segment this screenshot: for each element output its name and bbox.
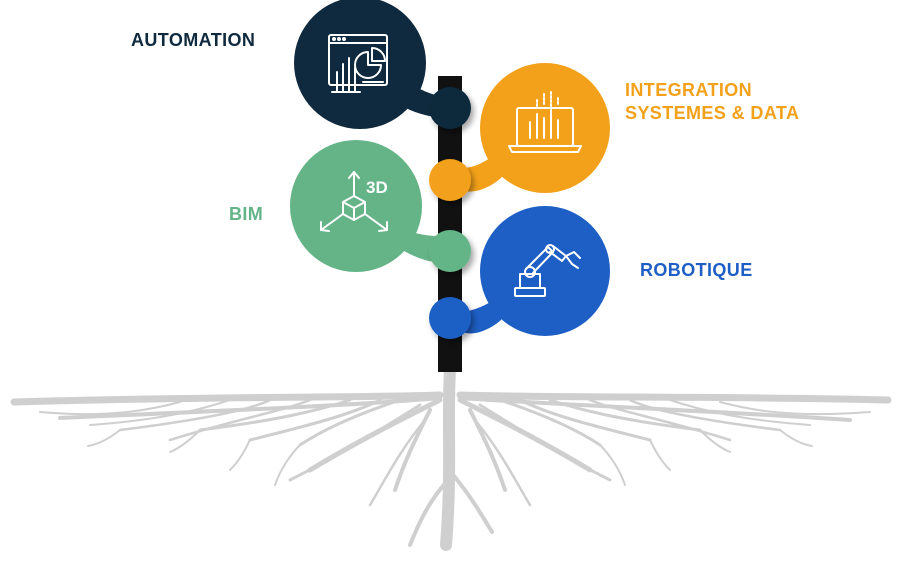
robotique-bubble: [480, 206, 610, 336]
branch-automation: [294, 0, 471, 129]
label-integration: INTEGRATION SYSTEMES & DATA: [625, 79, 799, 125]
label-automation-line-1: AUTOMATION: [131, 30, 256, 50]
robot-arm-icon: [514, 244, 581, 297]
cube-3d-label: 3D: [366, 178, 388, 197]
label-automation: AUTOMATION: [131, 29, 255, 52]
bim-knob: [429, 230, 471, 272]
cube-3d-icon: 3D: [320, 171, 388, 232]
label-bim-line-1: BIM: [229, 204, 264, 224]
integration-knob: [429, 159, 471, 201]
robotique-knob: [429, 297, 471, 339]
automation-knob: [429, 87, 471, 129]
dashboard-chart-icon: [328, 34, 388, 93]
roots-illustration: [10, 364, 892, 551]
label-robotique: ROBOTIQUE: [640, 259, 753, 282]
branch-bim: 3D: [290, 140, 471, 272]
label-robotique-line-1: ROBOTIQUE: [640, 260, 753, 280]
branch-integration: [429, 63, 610, 201]
label-bim: BIM: [229, 203, 263, 226]
branch-robotique: [429, 206, 610, 339]
label-integration-line-1: INTEGRATION: [625, 80, 753, 100]
laptop-data-icon: [508, 91, 582, 153]
automation-bubble: [294, 0, 426, 129]
label-integration-line-2: SYSTEMES & DATA: [625, 103, 800, 123]
